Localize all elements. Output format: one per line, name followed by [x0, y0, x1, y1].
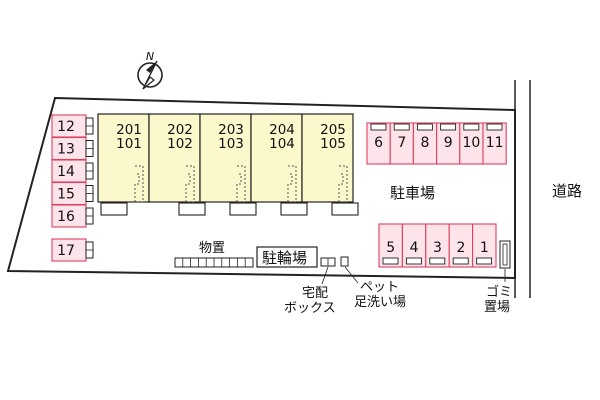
unit-number-lower: 101 — [116, 136, 142, 152]
entrance-step — [178, 202, 206, 216]
entrance-step — [229, 202, 257, 216]
unit-number-upper: 202 — [167, 122, 193, 138]
parking-number: 12 — [57, 119, 75, 135]
unit-number-upper: 204 — [269, 122, 295, 138]
parking-number: 9 — [444, 135, 453, 151]
parking-space-12: 12 — [51, 114, 94, 138]
parking-space-10: 10 — [459, 122, 484, 165]
entrance-step — [280, 202, 308, 216]
garbage-area: ゴミ 置場 — [484, 240, 512, 315]
parking-space-5: 5 — [378, 223, 403, 268]
parking-number: 5 — [386, 240, 395, 256]
parking-space-13: 13 — [51, 136, 94, 161]
storage-dividers — [182, 258, 246, 267]
compass-icon: N — [137, 50, 163, 90]
unit-number-upper: 205 — [320, 122, 346, 138]
parking-space-8: 8 — [412, 122, 438, 165]
left-parking-single: 17 — [51, 238, 94, 262]
bicycle-parking: 駐輪場 — [256, 246, 318, 268]
parking-space-4: 4 — [401, 223, 427, 268]
parking-space-11: 11 — [482, 122, 507, 165]
parking-space-6: 6 — [366, 122, 391, 165]
garbage-label-1: ゴミ — [486, 284, 512, 300]
delivery-box-label-2: ボックス — [284, 301, 336, 316]
parking-number: 1 — [480, 240, 489, 256]
parking-number: 6 — [374, 135, 383, 151]
bicycle-label: 駐輪場 — [262, 249, 307, 267]
parking-number: 14 — [57, 164, 75, 180]
unit-number-lower: 105 — [320, 136, 346, 152]
pet-foot-wash: ペット 足洗い場 — [340, 256, 406, 310]
parking-space-14: 14 — [51, 159, 94, 183]
unit-number-upper: 201 — [116, 122, 142, 138]
garbage-label-2: 置場 — [484, 300, 510, 315]
road-label: 道路 — [552, 182, 582, 200]
entrance-step — [100, 202, 128, 216]
parking-number: 15 — [57, 187, 75, 203]
parking-number: 17 — [57, 243, 75, 259]
parking-number: 11 — [486, 135, 504, 151]
left-parking-area: 12 13 14 15 16 — [51, 114, 94, 228]
parking-number: 8 — [421, 135, 430, 151]
parking-space-1: 1 — [472, 223, 497, 268]
parking-space-2: 2 — [448, 223, 474, 268]
compass-letter: N — [146, 50, 154, 63]
parking-space-7: 7 — [389, 122, 414, 165]
entrance-step — [331, 202, 359, 216]
parking-number: 7 — [397, 135, 406, 151]
parking-space-15: 15 — [51, 181, 94, 206]
storage-shed: 物置 — [174, 241, 254, 268]
parking-space-17: 17 — [51, 238, 94, 262]
unit-number-lower: 103 — [218, 136, 244, 152]
unit-number-upper: 203 — [218, 122, 244, 138]
pet-wash-label-1: ペット — [360, 280, 399, 295]
storage-label: 物置 — [199, 241, 225, 256]
parking-number: 13 — [57, 142, 75, 158]
parking-number: 2 — [456, 240, 465, 256]
parking-space-9: 9 — [436, 122, 461, 165]
unit-number-lower: 102 — [167, 136, 193, 152]
parking-number: 16 — [57, 209, 75, 225]
pet-wash-label-2: 足洗い場 — [354, 295, 406, 310]
parking-label: 駐車場 — [390, 184, 435, 202]
parking-number: 10 — [462, 135, 480, 151]
parking-space-3: 3 — [425, 223, 450, 268]
parking-space-16: 16 — [51, 204, 94, 228]
delivery-box: 宅配 ボックス — [284, 257, 336, 316]
parking-number: 3 — [433, 240, 442, 256]
unit-number-lower: 104 — [269, 136, 295, 152]
delivery-box-label-1: 宅配 — [302, 286, 328, 301]
parking-number: 4 — [410, 240, 419, 256]
